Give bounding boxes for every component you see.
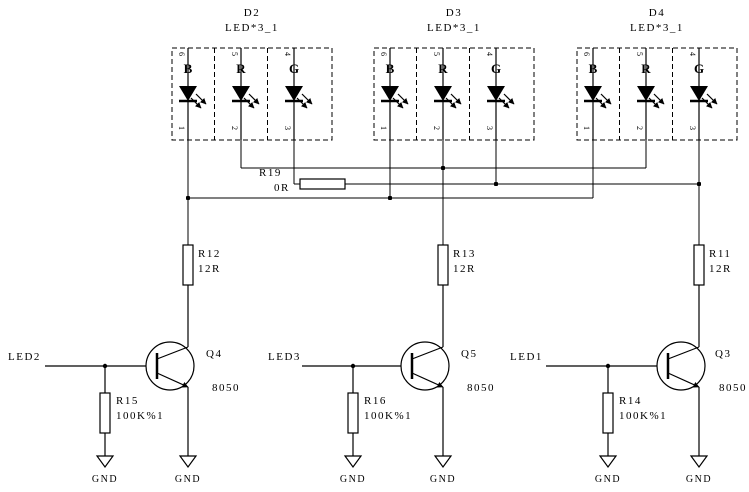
- pin-number: 6: [177, 52, 186, 56]
- junction-dot: [493, 181, 499, 187]
- transistor-designator: Q4: [206, 348, 222, 360]
- led-module-d2: D2 LED*3_1 B R G 6 5 4 1 2 3: [171, 7, 333, 141]
- module-outline: [171, 47, 333, 141]
- module-designator: D3: [446, 7, 462, 19]
- resistor-value: 100K%1: [116, 410, 164, 422]
- resistor-body: [347, 392, 359, 434]
- resistor-value: 100K%1: [619, 410, 667, 422]
- input-net-label: LED2: [8, 351, 41, 363]
- resistor-value: 12R: [709, 263, 732, 275]
- resistor-body: [602, 392, 614, 434]
- driver-stage-q4: LED2 Q4 8050 R15 100K%1 GND GND: [8, 285, 240, 485]
- ground-label: GND: [92, 474, 118, 485]
- transistor-designator: Q5: [461, 348, 477, 360]
- resistor-designator: R12: [198, 248, 221, 260]
- ground-icon: [690, 455, 708, 468]
- resistor-body: [99, 392, 111, 434]
- pin-number: 5: [635, 52, 644, 56]
- resistor-r11: R11 12R: [693, 244, 732, 286]
- transistor-designator: Q3: [715, 348, 731, 360]
- npn-transistor-symbol: [401, 342, 449, 390]
- module-outline: [576, 47, 738, 141]
- pin-number: 2: [230, 126, 239, 130]
- pin-number: 4: [688, 52, 697, 56]
- ground-label: GND: [175, 474, 201, 485]
- resistor-r19: R19 0R: [259, 167, 346, 194]
- resistor-r13: R13 12R: [437, 244, 476, 286]
- resistor-body: [299, 178, 346, 190]
- resistor-value: 12R: [453, 263, 476, 275]
- junction-dot: [440, 165, 446, 171]
- pin-number: 4: [485, 52, 494, 56]
- ground-icon: [434, 455, 452, 468]
- pin-number: 2: [432, 126, 441, 130]
- module-part-number: LED*3_1: [630, 22, 684, 34]
- pin-number: 3: [688, 126, 697, 130]
- resistor-body: [437, 244, 449, 286]
- ground-label: GND: [686, 474, 712, 485]
- pin-number: 1: [177, 126, 186, 130]
- resistor-designator: R11: [709, 248, 731, 260]
- resistor-designator: R19: [259, 167, 282, 179]
- resistor-body: [693, 244, 705, 286]
- npn-transistor-symbol: [146, 342, 194, 390]
- resistor-designator: R14: [619, 395, 642, 407]
- pin-number: 6: [379, 52, 388, 56]
- pin-number: 2: [635, 126, 644, 130]
- input-net-label: LED1: [510, 351, 543, 363]
- ground-label: GND: [595, 474, 621, 485]
- ground-icon: [179, 455, 197, 468]
- module-designator: D4: [649, 7, 665, 19]
- junction-dot: [696, 181, 702, 187]
- pin-number: 5: [432, 52, 441, 56]
- junction-dot: [387, 195, 393, 201]
- module-part-number: LED*3_1: [225, 22, 279, 34]
- ground-icon: [344, 455, 362, 468]
- pin-number: 1: [582, 126, 591, 130]
- npn-transistor-symbol: [657, 342, 705, 390]
- junction-dot: [185, 195, 191, 201]
- module-designator: D2: [244, 7, 260, 19]
- ground-label: GND: [340, 474, 366, 485]
- driver-stage-q5: LED3 Q5 8050 R16 100K%1 GND GND: [268, 285, 495, 485]
- ground-icon: [96, 455, 114, 468]
- pin-number: 4: [283, 52, 292, 56]
- ground-icon: [599, 455, 617, 468]
- driver-stage-q3: LED1 Q3 8050 R14 100K%1 GND GND: [510, 285, 747, 485]
- resistor-r12: R12 12R: [182, 244, 221, 286]
- transistor-part: 8050: [467, 382, 495, 394]
- module-part-number: LED*3_1: [427, 22, 481, 34]
- transistor-part: 8050: [719, 382, 747, 394]
- resistor-designator: R13: [453, 248, 476, 260]
- resistor-designator: R16: [364, 395, 387, 407]
- pin-number: 5: [230, 52, 239, 56]
- resistor-value: 0R: [274, 182, 290, 194]
- resistor-designator: R15: [116, 395, 139, 407]
- transistor-part: 8050: [212, 382, 240, 394]
- led-module-d4: D4 LED*3_1 B R G 6 5 4 1 2 3: [576, 7, 738, 141]
- resistor-body: [182, 244, 194, 286]
- led-module-d3: D3 LED*3_1 B R G 6 5 4 1 2 3: [373, 7, 535, 141]
- ground-label: GND: [430, 474, 456, 485]
- pin-number: 3: [283, 126, 292, 130]
- module-outline: [373, 47, 535, 141]
- input-net-label: LED3: [268, 351, 301, 363]
- resistor-value: 100K%1: [364, 410, 412, 422]
- pin-number: 3: [485, 126, 494, 130]
- resistor-value: 12R: [198, 263, 221, 275]
- pin-number: 6: [582, 52, 591, 56]
- bus-wiring: [185, 140, 702, 245]
- pin-number: 1: [379, 126, 388, 130]
